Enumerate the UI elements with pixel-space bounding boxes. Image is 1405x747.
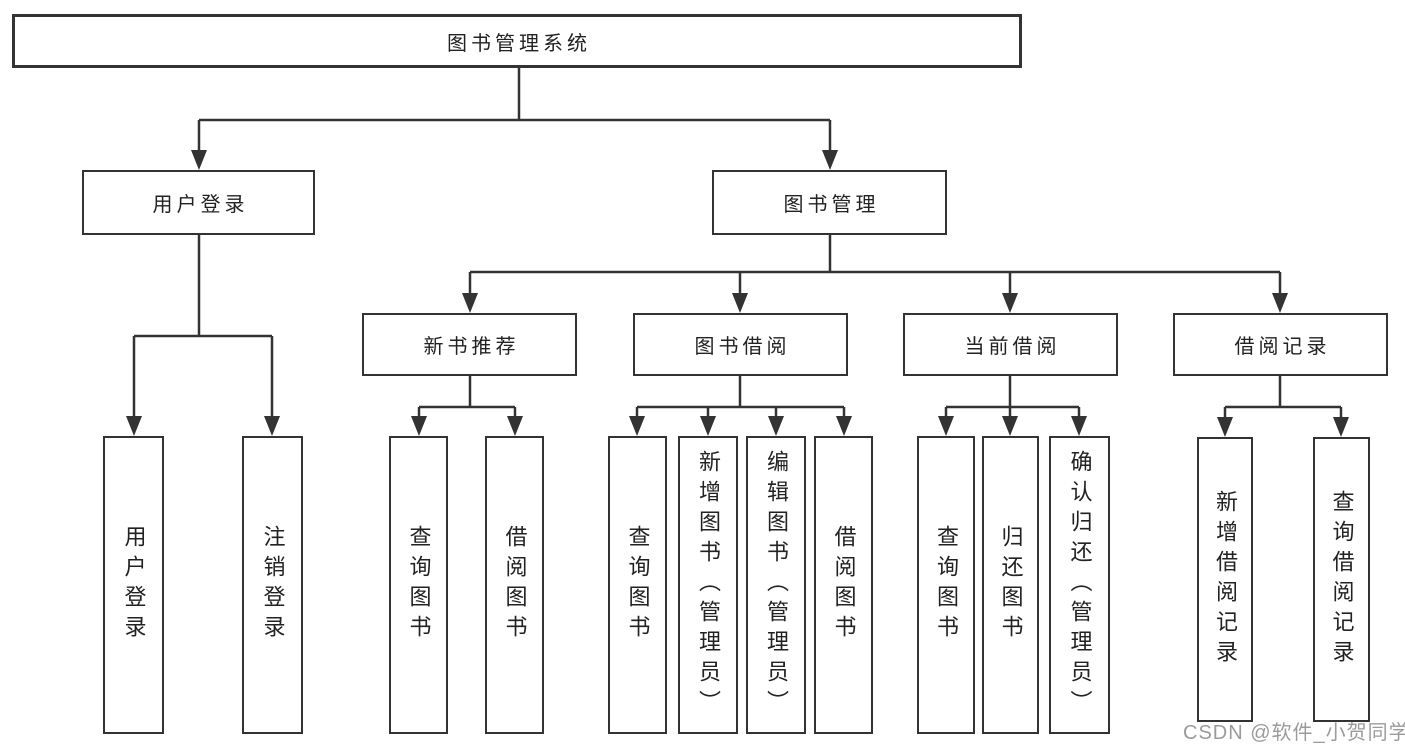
leaf-borrow-books: 借阅图书 [814,436,873,734]
node-label: 当前借阅 [964,336,1061,358]
leaf-add-borrow-record: 新增借阅记录 [1197,437,1253,722]
node-label: 图书管理 [783,194,880,216]
node-label: 编辑图书（管理员） [764,450,789,720]
leaf-query-books-borrow: 查询图书 [608,436,667,734]
node-label: 新增借阅记录 [1213,489,1238,670]
node-label: 用户登录 [152,194,249,216]
arrowheads [126,150,1349,437]
leaf-edit-books-admin: 编辑图书（管理员） [746,436,806,734]
leaf-logout: 注销登录 [242,436,303,734]
node-user-login-branch: 用户登录 [82,170,315,235]
watermark: CSDN @软件_小贺同学 [1183,722,1405,744]
node-label: 新增图书（管理员） [696,450,721,720]
node-borrowing-records: 借阅记录 [1173,313,1388,376]
node-new-book-recommend: 新书推荐 [362,313,577,376]
node-label: 借阅图书 [502,525,528,645]
node-current-borrowing: 当前借阅 [903,313,1118,376]
node-label: 图书借阅 [694,336,791,358]
node-label: 查询图书 [406,525,432,645]
node-label: 用户登录 [121,525,147,645]
leaf-user-login: 用户登录 [103,436,164,734]
node-library-management-system: 图书管理系统 [12,14,1022,68]
node-label: 归还图书 [998,525,1024,645]
node-label: 查询图书 [625,525,651,645]
node-label: 注销登录 [260,525,286,645]
leaf-query-books-current: 查询图书 [917,436,975,734]
node-label: 确认归还（管理员） [1067,450,1093,720]
leaf-query-borrow-record: 查询借阅记录 [1313,437,1370,722]
node-book-management-branch: 图书管理 [712,170,947,235]
node-label: 借阅记录 [1234,336,1331,358]
leaf-return-books: 归还图书 [982,436,1039,734]
node-label: 新书推荐 [423,336,520,358]
leaf-borrow-books-recommend: 借阅图书 [485,436,544,734]
node-label: 图书管理系统 [447,32,591,55]
leaf-add-books-admin: 新增图书（管理员） [678,436,738,734]
node-label: 查询图书 [934,525,959,645]
leaf-confirm-return-admin: 确认归还（管理员） [1049,436,1110,734]
node-book-borrowing: 图书借阅 [633,313,848,376]
node-label: 借阅图书 [831,525,857,645]
node-label: 查询借阅记录 [1329,489,1355,670]
leaf-query-books-recommend: 查询图书 [389,436,448,734]
connector-path [132,68,1343,418]
